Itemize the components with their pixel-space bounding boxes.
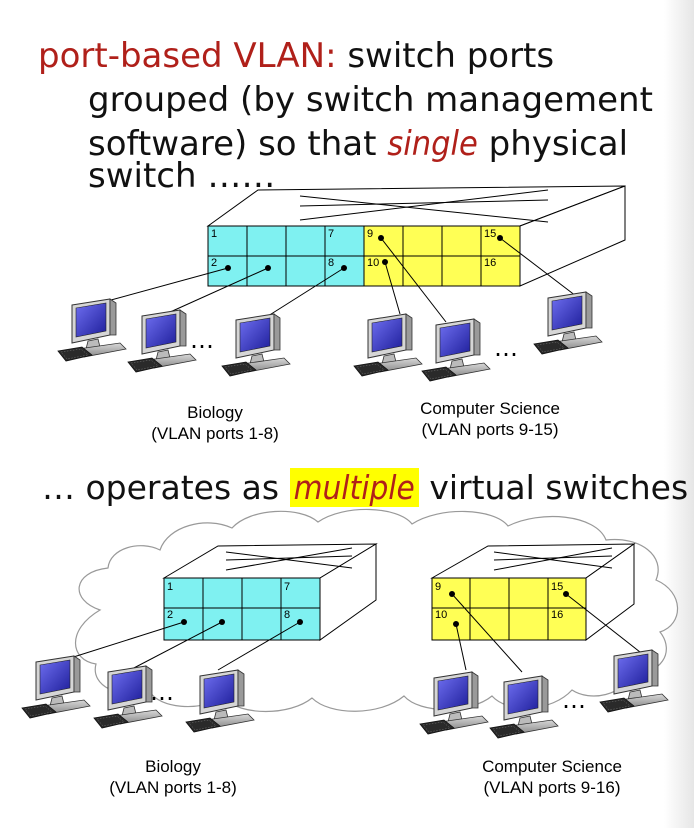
top-switch: 1 7 2 8 9 15 10 16 [99, 185, 626, 323]
heading-line-1: port-based VLAN: switch ports [38, 34, 554, 78]
top-pc-cs-3 [533, 291, 603, 355]
top-caption-cs: Computer Science (VLAN ports 9-15) [390, 398, 590, 440]
heading-line-3: software) so that single physical [88, 122, 628, 166]
top-caption-cs-ports: (VLAN ports 9-15) [421, 420, 559, 439]
subheading-emphasis-multiple: multiple [289, 468, 419, 507]
top-pc-biology-3 [221, 313, 291, 377]
heading-line-3-post: physical [477, 124, 629, 164]
bottom-port-label-2: 2 [167, 609, 173, 621]
top-port-label-10: 10 [367, 257, 379, 269]
subheading: … operates as multiple virtual switches [42, 466, 688, 510]
heading-emphasis-single: single [387, 124, 478, 164]
top-caption-biology-ports: (VLAN ports 1-8) [151, 424, 279, 443]
bottom-caption-biology: Biology (VLAN ports 1-8) [88, 756, 258, 798]
top-caption-biology: Biology (VLAN ports 1-8) [130, 402, 300, 444]
heading-line-2: grouped (by switch management [88, 80, 653, 120]
bottom-pc-biology-1 [21, 655, 91, 719]
bottom-caption-biology-label: Biology [145, 757, 201, 776]
bottom-caption-cs-ports: (VLAN ports 9-16) [483, 778, 621, 797]
bottom-port-label-9: 9 [435, 581, 441, 593]
subheading-post: virtual switches [418, 468, 689, 507]
top-pc-cs-1 [353, 313, 423, 377]
top-pc-biology-1 [57, 298, 127, 362]
bottom-caption-cs: Computer Science (VLAN ports 9-16) [452, 756, 652, 798]
bottom-port-label-10: 10 [435, 609, 447, 621]
top-port-label-8: 8 [328, 257, 334, 269]
top-port-label-2: 2 [211, 257, 217, 269]
top-caption-biology-label: Biology [187, 403, 243, 422]
top-port-label-16: 16 [484, 257, 496, 269]
bottom-switch-cs: 9 15 10 16 [430, 543, 641, 673]
ellipsis-top-biology: … [190, 326, 214, 354]
bottom-caption-cs-label: Computer Science [482, 757, 622, 776]
heading-line-1-rest: switch ports [336, 36, 555, 76]
bottom-port-label-8: 8 [284, 609, 290, 621]
ellipsis-bottom-biology: … [150, 678, 174, 706]
top-port-label-1: 1 [211, 228, 217, 240]
ellipsis-bottom-cs: … [562, 686, 586, 714]
bottom-port-label-16: 16 [551, 609, 563, 621]
top-pc-biology-2 [127, 309, 197, 373]
bottom-port-label-7: 7 [284, 581, 290, 593]
slide-edge-shading [664, 0, 694, 828]
heading-line-3-pre: software) so that [88, 124, 388, 164]
top-caption-cs-label: Computer Science [420, 399, 560, 418]
ellipsis-top-cs: … [494, 334, 518, 362]
bottom-switch-biology: 1 7 2 8 [63, 543, 378, 671]
top-port-label-7: 7 [328, 228, 334, 240]
bottom-caption-biology-ports: (VLAN ports 1-8) [109, 778, 237, 797]
top-port-label-15: 15 [484, 228, 496, 240]
top-port-label-9: 9 [367, 228, 373, 240]
subheading-pre: … operates as [42, 468, 290, 507]
bottom-port-label-15: 15 [551, 581, 563, 593]
heading-term: port-based VLAN: [38, 36, 337, 76]
heading-line-4: switch …… [88, 156, 276, 196]
top-pc-cs-2 [421, 318, 491, 382]
bottom-port-label-1: 1 [167, 581, 173, 593]
